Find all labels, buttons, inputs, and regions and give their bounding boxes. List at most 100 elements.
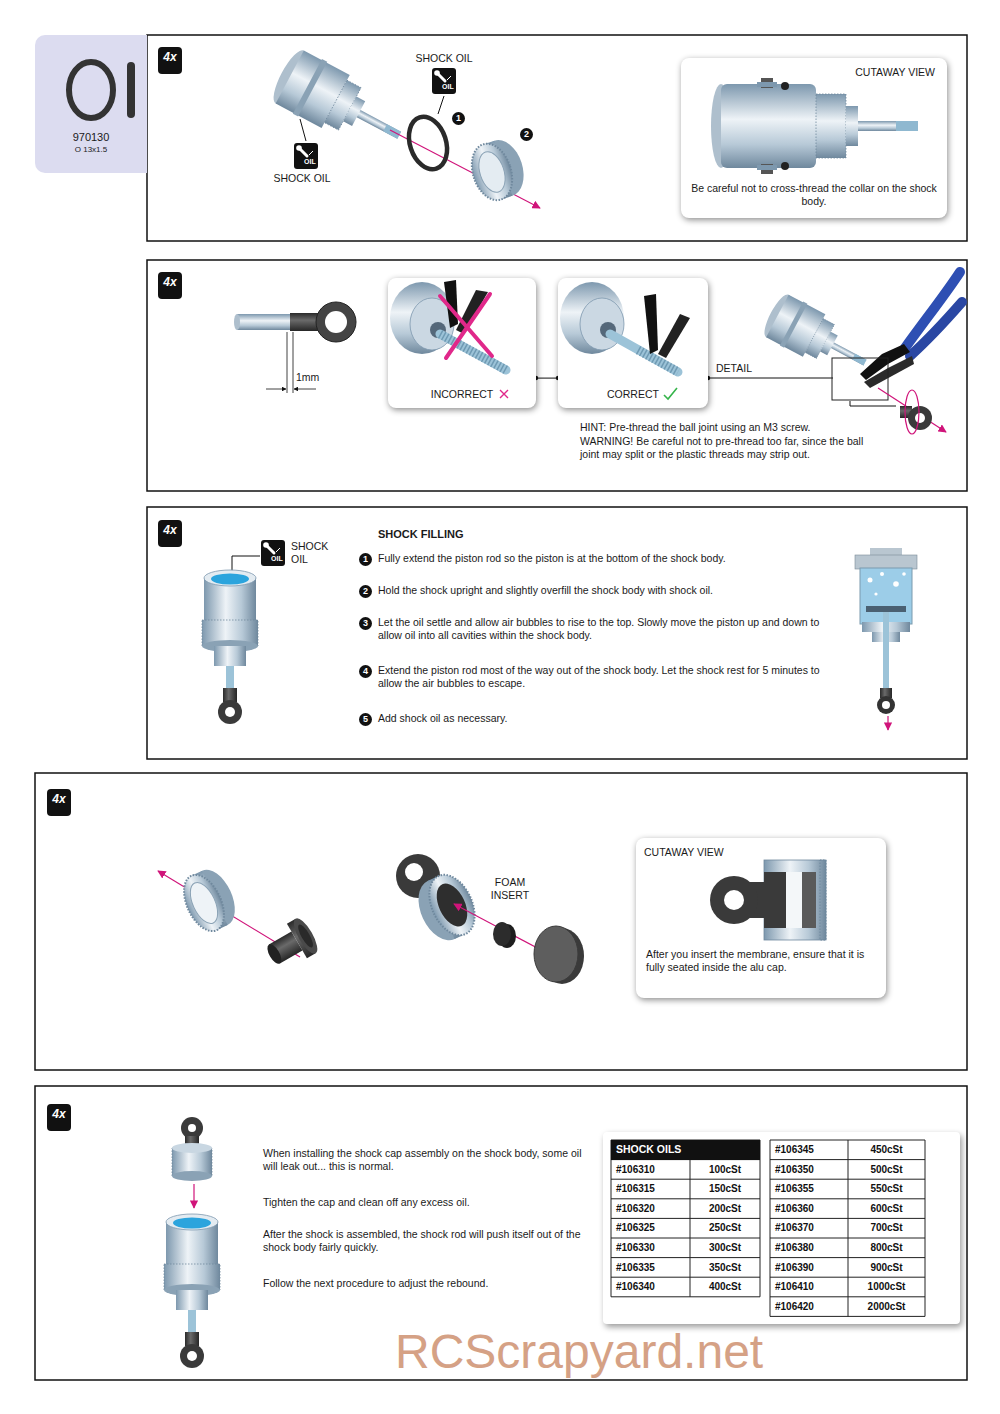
o-ring-icon	[127, 62, 135, 118]
box-text: O 13x1.5	[35, 145, 147, 155]
cutting-illustration	[560, 282, 624, 354]
cap-assembly	[420, 868, 483, 943]
cap-assembly	[193, 1184, 194, 1208]
watermark: RCScrapyard.net	[395, 1328, 955, 1376]
note-text: Add shock oil as necessary.	[378, 712, 838, 725]
shock-cutaway	[877, 696, 895, 714]
step-panel	[35, 1086, 967, 1380]
box-text: Be careful not to cross-thread the colla…	[691, 182, 937, 208]
table-cell: 450cSt	[848, 1144, 925, 1156]
callout-number: 1	[452, 112, 465, 125]
box-text: After you insert the membrane, ensure th…	[646, 948, 876, 974]
shock-cap	[265, 942, 285, 966]
leader-line	[708, 378, 833, 379]
rod-end	[234, 314, 240, 330]
shock-upright	[164, 1214, 220, 1368]
cutaway-illustration	[846, 106, 858, 146]
cutting-illustration	[456, 290, 488, 334]
step-panel	[35, 773, 967, 1070]
collar	[465, 139, 519, 206]
cutaway-illustration	[724, 890, 744, 910]
cap-assembly	[172, 1143, 212, 1153]
shock-cutaway	[882, 701, 890, 709]
cutting-illustration	[500, 390, 508, 398]
oil-icon	[261, 540, 285, 566]
shock-body	[759, 291, 876, 385]
shock-cutaway	[866, 606, 906, 612]
pliers	[864, 356, 914, 388]
callout-number: 2	[520, 128, 533, 141]
table-cell: 700cSt	[848, 1222, 925, 1234]
cutaway-illustration	[757, 165, 777, 170]
cutting-illustration	[658, 314, 690, 358]
label-box: INCORRECT	[388, 278, 536, 408]
table-cell: #106320	[616, 1203, 688, 1215]
shock-cutaway	[893, 581, 899, 587]
cutaway-illustration	[721, 84, 816, 168]
icon-text: OIL	[442, 83, 456, 91]
note-text: WARNING! Be careful not to pre-thread to…	[580, 435, 870, 461]
label-box: 4x	[47, 1104, 71, 1131]
table-cell: #106330	[616, 1242, 688, 1254]
shock-cutaway	[868, 578, 873, 583]
box-heading: 970130	[35, 131, 147, 144]
collar	[474, 148, 510, 195]
table-cell: #106360	[775, 1203, 845, 1215]
dimension-line	[294, 389, 316, 390]
cap-assembly	[409, 868, 483, 948]
cutaway-illustration	[781, 82, 789, 90]
magenta-arrow	[390, 130, 540, 208]
box-heading: 4x	[158, 520, 182, 541]
table-cell: #106390	[775, 1262, 845, 1274]
foam-insert	[493, 922, 516, 948]
icon-text: OIL	[271, 555, 285, 563]
cutaway-illustration	[764, 872, 786, 928]
rod-end	[234, 302, 356, 342]
step-panel	[147, 35, 967, 241]
cap-assembly	[181, 1117, 203, 1139]
info-box: CUTAWAY VIEWAfter you insert the membran…	[636, 838, 886, 998]
cutaway-illustration	[764, 872, 816, 928]
box-heading: 4x	[158, 47, 182, 68]
cap-assembly	[188, 1124, 196, 1132]
shock-cap	[290, 915, 322, 957]
label-box: CORRECT	[558, 278, 708, 408]
callout-number: 1	[359, 553, 372, 566]
info-box: CUTAWAY VIEW Be careful not to cross-thre…	[681, 58, 947, 218]
cutaway-illustration	[896, 121, 918, 131]
note-text: After the shock is assembled, the shock …	[263, 1228, 593, 1254]
shock-cap	[260, 915, 322, 974]
table-cell: 200cSt	[690, 1203, 760, 1215]
leader-line	[300, 119, 306, 141]
table-cell: 350cSt	[690, 1262, 760, 1274]
cutting-illustration	[644, 294, 658, 354]
shock-cutaway	[902, 572, 906, 576]
rod-end	[290, 313, 318, 331]
o-ring	[403, 112, 454, 174]
oil-icon	[294, 143, 318, 169]
collar	[185, 878, 224, 927]
membrane	[534, 926, 584, 984]
table-cell: #106345	[775, 1144, 845, 1156]
note-text: When installing the shock cap assembly o…	[263, 1147, 593, 1173]
note-text: SHOCK FILLING	[378, 528, 578, 541]
shock-cutaway	[883, 612, 889, 690]
table-cell: 500cSt	[848, 1164, 925, 1176]
note-text: 1mm	[296, 371, 326, 384]
info-box: 970130O 13x1.5	[35, 35, 147, 173]
table-cell: #106335	[616, 1262, 688, 1274]
dimension-line	[287, 332, 288, 393]
table-cell: 2000cSt	[848, 1301, 925, 1313]
shock-cutaway	[855, 548, 917, 730]
shock-upright	[164, 1214, 220, 1368]
box-heading: CUTAWAY VIEW	[821, 66, 935, 79]
shock-body	[759, 291, 876, 385]
connector-line	[536, 378, 558, 379]
step-panel	[35, 35, 967, 1380]
shock-upright	[202, 570, 258, 724]
foam-insert	[493, 922, 511, 946]
ball-joint	[915, 413, 925, 423]
cap-assembly	[405, 863, 423, 881]
ball-joint	[878, 388, 946, 434]
pliers	[860, 272, 962, 388]
